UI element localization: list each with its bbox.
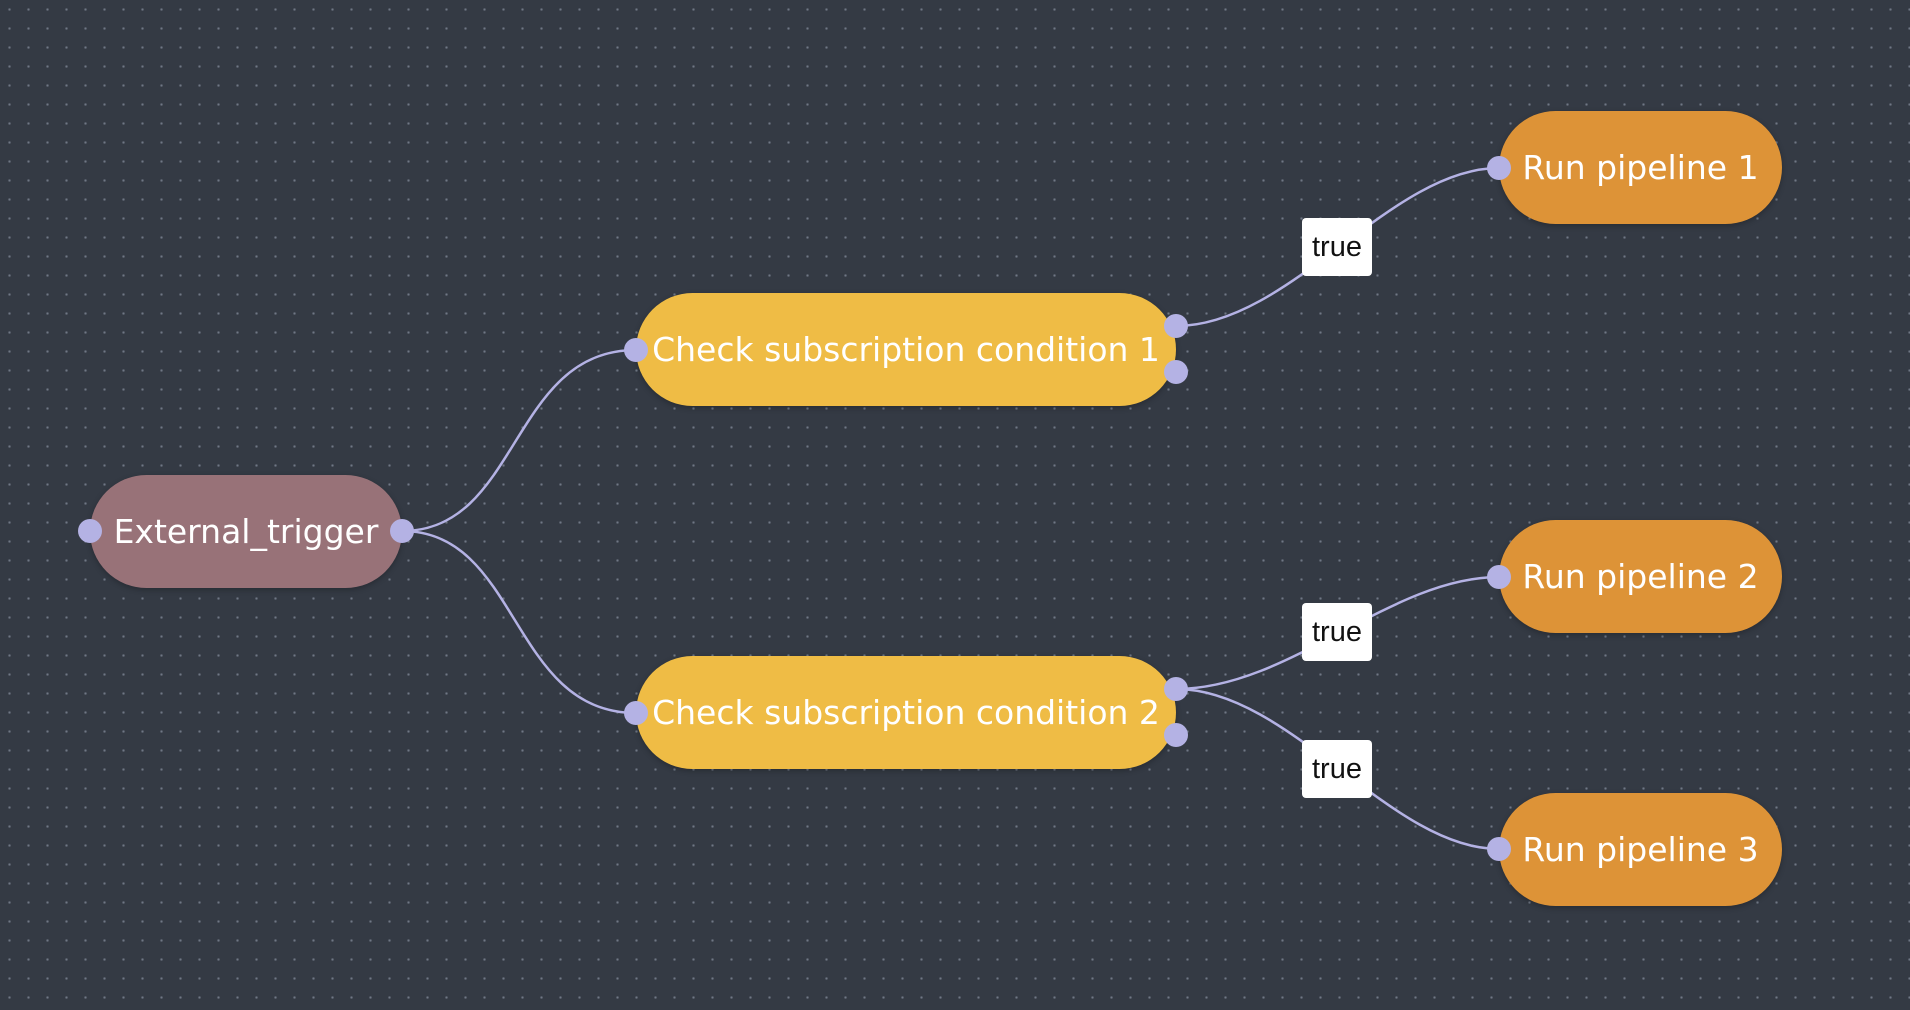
node-run-pipeline-3[interactable]: Run pipeline 3 bbox=[1499, 793, 1782, 906]
handle-out-false-check-condition-2[interactable] bbox=[1164, 723, 1188, 747]
edge-trigger-to-condition-2[interactable] bbox=[401, 529, 637, 715]
handle-out-external-trigger[interactable] bbox=[390, 519, 414, 543]
node-label: Run pipeline 2 bbox=[1522, 557, 1759, 596]
handle-in-run-pipeline-1[interactable] bbox=[1487, 156, 1511, 180]
node-label: External_trigger bbox=[113, 512, 379, 551]
handle-in-external-trigger[interactable] bbox=[78, 519, 102, 543]
handle-out-false-check-condition-1[interactable] bbox=[1164, 360, 1188, 384]
handle-out-true-check-condition-2[interactable] bbox=[1164, 677, 1188, 701]
node-check-condition-2[interactable]: Check subscription condition 2 bbox=[636, 656, 1176, 769]
edge-label-true-pipeline-2: true bbox=[1302, 603, 1372, 661]
node-label: Check subscription condition 1 bbox=[652, 330, 1160, 369]
node-label: Run pipeline 3 bbox=[1522, 830, 1759, 869]
edge-label-true-pipeline-3: true bbox=[1302, 740, 1372, 798]
node-label: Check subscription condition 2 bbox=[652, 693, 1160, 732]
handle-in-run-pipeline-3[interactable] bbox=[1487, 837, 1511, 861]
node-external-trigger[interactable]: External_trigger bbox=[90, 475, 402, 588]
handle-in-check-condition-1[interactable] bbox=[624, 338, 648, 362]
handle-out-true-check-condition-1[interactable] bbox=[1164, 314, 1188, 338]
node-label: Run pipeline 1 bbox=[1522, 148, 1759, 187]
node-run-pipeline-2[interactable]: Run pipeline 2 bbox=[1499, 520, 1782, 633]
handle-in-check-condition-2[interactable] bbox=[624, 701, 648, 725]
edge-label-true-pipeline-1: true bbox=[1302, 218, 1372, 276]
node-run-pipeline-1[interactable]: Run pipeline 1 bbox=[1499, 111, 1782, 224]
handle-in-run-pipeline-2[interactable] bbox=[1487, 565, 1511, 589]
edge-trigger-to-condition-1[interactable] bbox=[401, 348, 637, 533]
node-check-condition-1[interactable]: Check subscription condition 1 bbox=[636, 293, 1176, 406]
